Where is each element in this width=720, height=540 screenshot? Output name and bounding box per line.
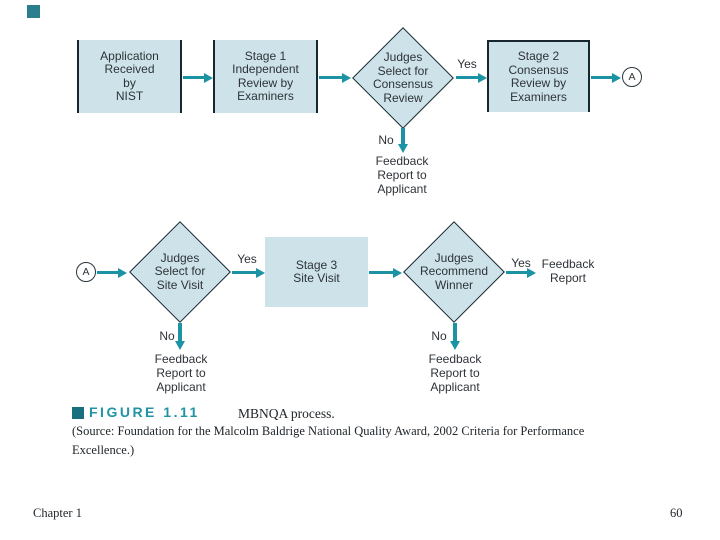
arrow-winner-yes-to-feedback-report xyxy=(506,271,527,274)
label-yes-consensus: Yes xyxy=(457,57,477,71)
connector-a-row1: A xyxy=(622,67,642,87)
flow-decision-judges-recommend-winner: Judges Recommend Winner xyxy=(402,220,506,324)
arrow-consensus-no-down xyxy=(401,128,405,144)
feedback-report-to-applicant-2: Feedback Report to Applicant xyxy=(154,352,208,394)
page-number: 60 xyxy=(670,506,683,520)
figure-source-text: (Source: Foundation for the Malcolm Bald… xyxy=(72,424,585,457)
label-no-consensus: No xyxy=(378,133,394,147)
decision-label: Judges Select for Site Visit xyxy=(154,250,206,292)
arrow-stage2-to-connector-a xyxy=(591,76,612,79)
flow-box-application-received: Application Received by NIST xyxy=(77,40,182,113)
label-no-winner: No xyxy=(431,329,447,343)
label-no-site-visit: No xyxy=(159,329,175,343)
connector-a-row2: A xyxy=(76,262,96,282)
arrow-winner-no-down xyxy=(453,323,457,341)
arrow-stage1-to-consensus-decision xyxy=(319,76,342,79)
flow-box-stage1-independent-review: Stage 1 Independent Review by Examiners xyxy=(213,40,318,113)
arrow-application-to-stage1 xyxy=(183,76,204,79)
decision-label: Judges Select for Consensus Review xyxy=(372,50,434,105)
label-yes-site-visit: Yes xyxy=(237,252,257,266)
flow-box-stage2-consensus-review: Stage 2 Consensus Review by Examiners xyxy=(487,40,590,112)
flow-decision-judges-select-site-visit: Judges Select for Site Visit xyxy=(128,220,232,324)
flow-decision-judges-select-consensus: Judges Select for Consensus Review xyxy=(351,26,455,130)
arrow-site-yes-to-stage3 xyxy=(232,271,256,274)
feedback-report-terminal: Feedback Report xyxy=(541,257,595,285)
flow-box-stage3-site-visit: Stage 3 Site Visit xyxy=(265,237,368,307)
feedback-report-to-applicant-1: Feedback Report to Applicant xyxy=(375,154,429,196)
chapter-label: Chapter 1 xyxy=(33,506,82,520)
arrow-connector-to-site-decision xyxy=(97,271,118,274)
arrow-consensus-yes-to-stage2 xyxy=(456,76,478,79)
feedback-report-to-applicant-3: Feedback Report to Applicant xyxy=(428,352,482,394)
label-yes-winner: Yes xyxy=(511,256,531,270)
decision-label: Judges Recommend Winner xyxy=(419,250,489,292)
arrow-site-no-down xyxy=(178,323,182,341)
figure-title: MBNQA process. xyxy=(238,406,335,421)
slide-corner-accent-square xyxy=(27,5,40,18)
figure-number-label: FIGURE 1.11 xyxy=(89,404,200,420)
arrow-stage3-to-winner-decision xyxy=(369,271,393,274)
figure-bullet-square xyxy=(72,407,84,419)
